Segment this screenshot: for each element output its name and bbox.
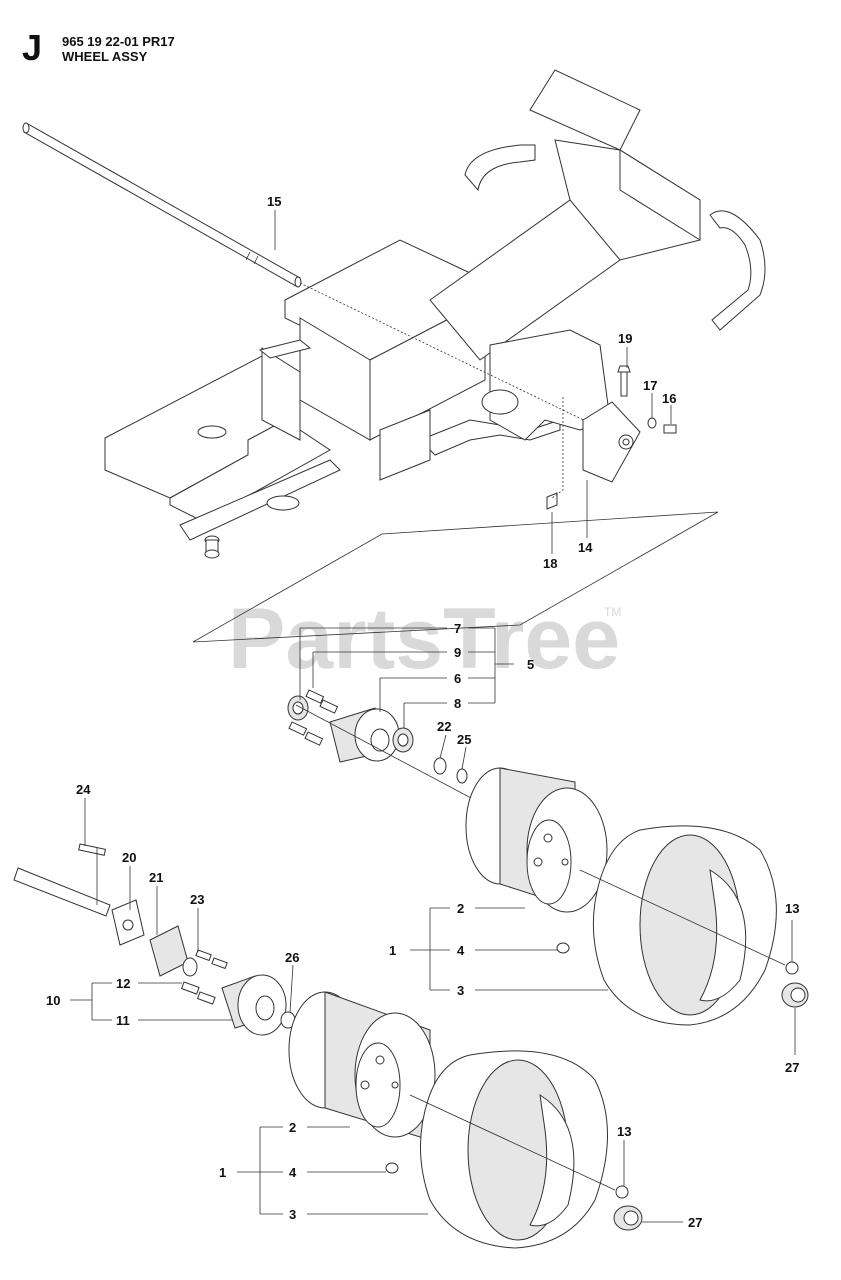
lower-hub-assembly xyxy=(180,974,296,1036)
callout-22: 22 xyxy=(437,719,451,734)
upper-wheel-cap xyxy=(781,961,809,1008)
callout-8: 8 xyxy=(454,696,461,711)
callout-11: 11 xyxy=(116,1013,130,1028)
callout-4-upper: 4 xyxy=(457,943,465,958)
callout-3-lower: 3 xyxy=(289,1207,296,1222)
callout-23: 23 xyxy=(190,892,204,907)
callout-7: 7 xyxy=(454,621,461,636)
exploded-plane-outline xyxy=(192,511,719,643)
callout-6: 6 xyxy=(454,671,461,686)
watermark-tm: TM xyxy=(604,605,621,619)
upper-hub-assembly xyxy=(287,689,521,825)
watermark: PartsTree TM xyxy=(228,591,621,687)
callout-18: 18 xyxy=(543,556,557,571)
callout-labels: 15 19 17 16 18 14 7 9 5 6 8 22 25 24 20 … xyxy=(46,194,799,1230)
callout-24: 24 xyxy=(76,782,91,797)
chassis-frame xyxy=(104,69,766,559)
assembly-name: WHEEL ASSY xyxy=(62,49,148,64)
callout-13-upper: 13 xyxy=(785,901,799,916)
callout-17: 17 xyxy=(643,378,657,393)
callout-14: 14 xyxy=(578,540,593,555)
callout-4-lower: 4 xyxy=(289,1165,297,1180)
callout-27-lower: 27 xyxy=(688,1215,702,1230)
axle-rod xyxy=(22,122,626,441)
section-letter: J xyxy=(22,27,43,68)
watermark-text: PartsTree xyxy=(228,591,620,687)
callout-2-lower: 2 xyxy=(289,1120,296,1135)
callout-19: 19 xyxy=(618,331,632,346)
callout-10: 10 xyxy=(46,993,60,1008)
callout-2-upper: 2 xyxy=(457,901,464,916)
callout-13-lower: 13 xyxy=(617,1124,631,1139)
lower-rim xyxy=(288,991,436,1174)
callout-5: 5 xyxy=(527,657,534,672)
leader-lines xyxy=(70,210,796,1223)
callout-27-upper: 27 xyxy=(785,1060,799,1075)
callout-3-upper: 3 xyxy=(457,983,464,998)
callout-12: 12 xyxy=(116,976,130,991)
lower-axle-parts xyxy=(13,843,228,977)
upper-rim xyxy=(465,767,608,954)
callout-9: 9 xyxy=(454,645,461,660)
callout-25: 25 xyxy=(457,732,471,747)
callout-26: 26 xyxy=(285,950,299,965)
upper-tire xyxy=(579,825,786,1026)
part-number: 965 19 22-01 PR17 xyxy=(62,34,175,49)
callout-20: 20 xyxy=(122,850,136,865)
callout-1-upper: 1 xyxy=(389,943,396,958)
callout-1-lower: 1 xyxy=(219,1165,226,1180)
lower-wheel-cap xyxy=(613,1185,643,1231)
lower-tire xyxy=(409,1050,616,1249)
mounting-bracket xyxy=(546,365,677,510)
callout-16: 16 xyxy=(662,391,676,406)
callout-21: 21 xyxy=(149,870,163,885)
callout-15: 15 xyxy=(267,194,281,209)
